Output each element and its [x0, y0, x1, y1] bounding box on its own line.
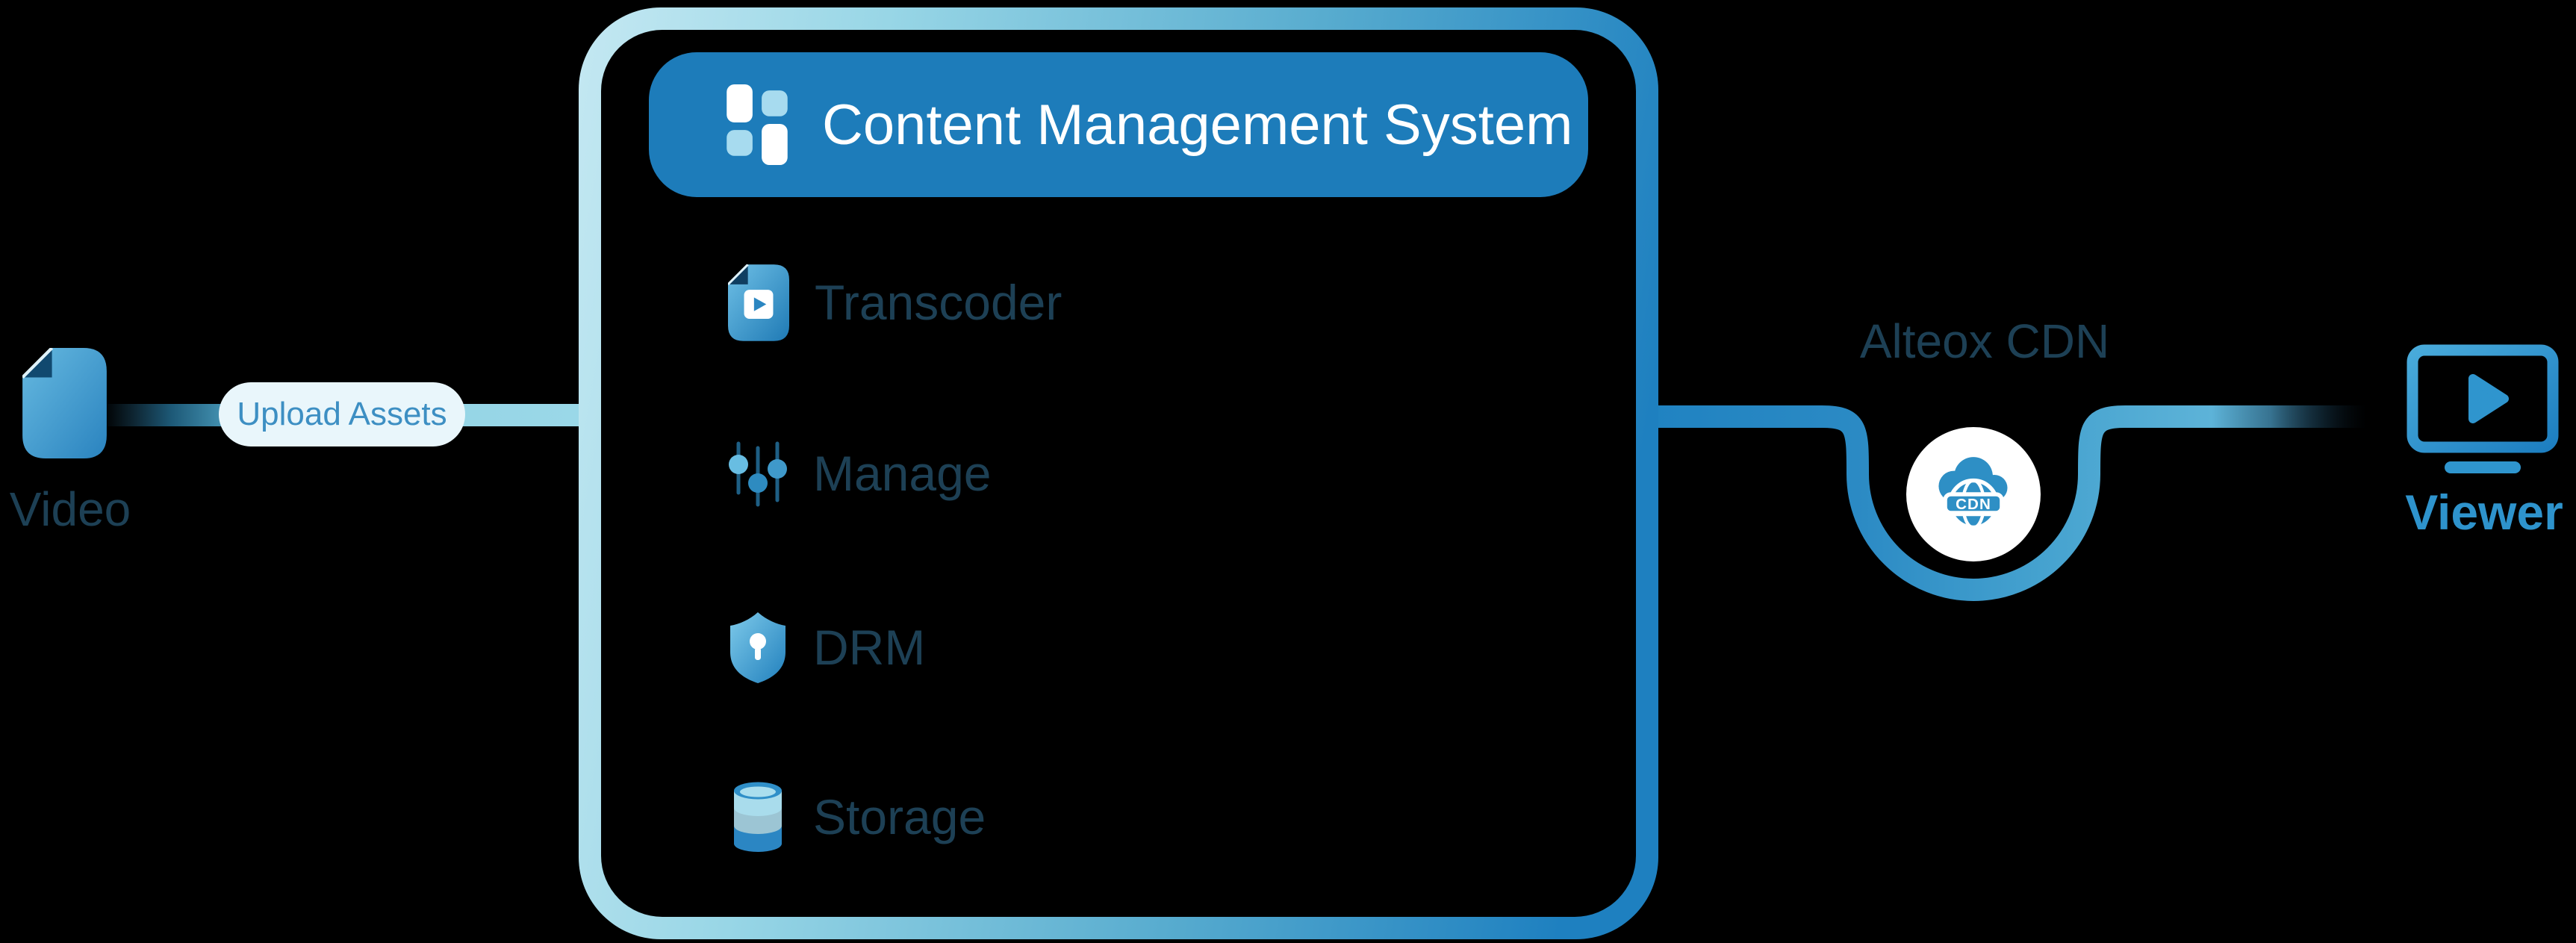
database-cylinder-icon	[734, 782, 782, 852]
dashboard-grid-icon	[727, 84, 788, 165]
tv-play-icon	[2407, 344, 2559, 473]
source-label: Video	[9, 482, 131, 536]
video-file-icon	[22, 348, 107, 458]
cdn-node: CDN	[1906, 427, 2041, 561]
cms-item-label: Manage	[813, 446, 992, 501]
upload-assets-label: Upload Assets	[237, 396, 447, 432]
cms-header-label: Content Management System	[822, 93, 1573, 157]
cms-item-label: DRM	[813, 620, 926, 675]
cms-header: Content Management System	[649, 52, 1588, 197]
cms-item-storage: Storage	[728, 772, 986, 862]
upload-assets-badge: Upload Assets	[219, 382, 465, 446]
cdn-title: Alteox CDN	[1859, 314, 2110, 368]
cms-item-manage: Manage	[728, 429, 992, 518]
video-document-icon	[728, 264, 789, 341]
delivery-connector-line	[1635, 405, 2371, 601]
shield-keyhole-icon	[730, 612, 785, 683]
viewer-label: Viewer	[2405, 485, 2563, 540]
cms-item-transcoder: Transcoder	[728, 258, 1062, 347]
cms-item-label: Transcoder	[815, 275, 1063, 330]
cdn-badge-text: CDN	[1956, 496, 1991, 513]
sliders-icon	[729, 441, 787, 507]
cms-container: Content Management System Transcoder	[579, 7, 1658, 939]
cms-item-label: Storage	[813, 789, 986, 844]
cms-item-drm: DRM	[728, 603, 925, 692]
cloud-globe-cdn-icon: CDN	[1938, 457, 2008, 530]
